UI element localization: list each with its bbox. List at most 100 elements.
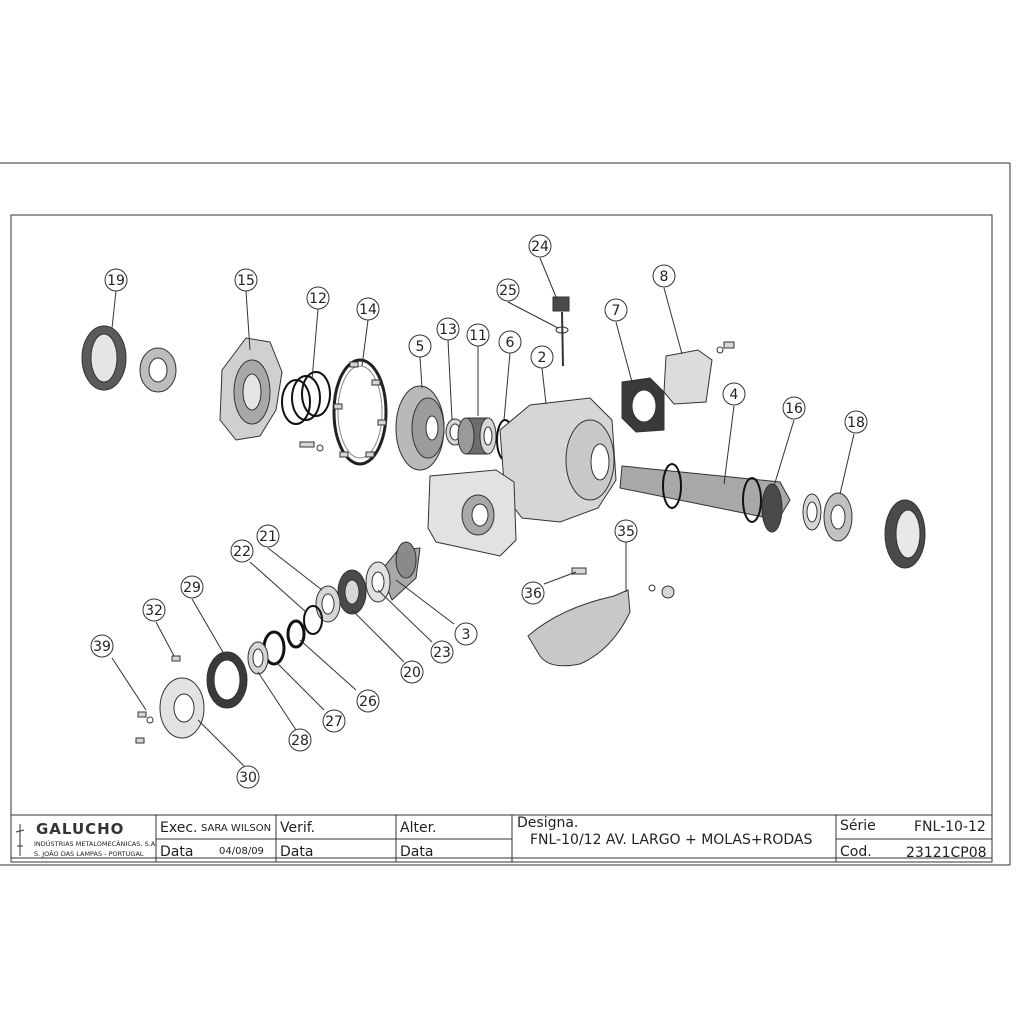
- callout-13: 13: [436, 317, 460, 341]
- company-line-1: INDÚSTRIAS METALOMECÂNICAS, S.A.: [34, 840, 158, 848]
- callout-29-label: 29: [183, 580, 201, 596]
- callout-21-label: 21: [259, 529, 277, 545]
- part-27-28-rings: [247, 630, 286, 675]
- callout-16-label: 16: [785, 401, 803, 417]
- part-4-shaft: [619, 463, 791, 533]
- callout-22-label: 22: [233, 544, 251, 560]
- leader-lines: [111, 257, 855, 767]
- callout-36: 36: [521, 581, 545, 605]
- part-35-guard: [527, 589, 631, 667]
- callout-36-label: 36: [524, 586, 542, 602]
- callout-18-label: 18: [847, 415, 865, 431]
- callout-15-label: 15: [237, 273, 255, 289]
- callout-30: 30: [236, 765, 260, 789]
- cod-label: Cod.: [840, 844, 872, 860]
- callout-13-label: 13: [439, 322, 457, 338]
- exec-label: Exec.: [160, 820, 198, 836]
- callout-4-label: 4: [730, 387, 739, 403]
- part-12-o-rings: [281, 371, 331, 425]
- callout-27: 27: [322, 709, 346, 733]
- callout-39-label: 39: [93, 639, 111, 655]
- company-line-2: S. JOÃO DAS LAMPAS - PORTUGAL: [34, 850, 144, 858]
- callout-6-label: 6: [506, 335, 515, 351]
- part-5-bevel-gear: [395, 385, 445, 471]
- callout-4: 4: [722, 382, 746, 406]
- callout-5-label: 5: [416, 339, 425, 355]
- callout-6: 6: [498, 330, 522, 354]
- callout-3: 3: [454, 622, 478, 646]
- callout-12: 12: [306, 286, 330, 310]
- part-29-gasket: [206, 651, 248, 709]
- part-14-gasket: [332, 358, 388, 466]
- callout-7-label: 7: [612, 303, 621, 319]
- cod-value: 23121CP08: [906, 845, 987, 861]
- part-19-bearing: [139, 347, 177, 393]
- part-23-bearing: [365, 561, 391, 603]
- part-7-gasket: [621, 377, 665, 433]
- bolts-32-39: [135, 655, 181, 744]
- callout-16: 16: [782, 396, 806, 420]
- part-outer-ring-right: [884, 499, 926, 569]
- part-20-bearing: [337, 569, 367, 615]
- verif-label: Verif.: [280, 820, 316, 836]
- part-24-breather: [552, 296, 570, 367]
- callout-5: 5: [408, 334, 432, 358]
- callout-24-label: 24: [531, 239, 549, 255]
- serie-value: FNL-10-12: [914, 819, 986, 835]
- callout-28-label: 28: [291, 733, 309, 749]
- callout-25-label: 25: [499, 283, 517, 299]
- callout-2-label: 2: [538, 350, 547, 366]
- part-11-bearing: [457, 417, 497, 455]
- callout-21: 21: [256, 524, 280, 548]
- bolt-15: [299, 441, 324, 452]
- callout-2: 2: [530, 345, 554, 369]
- part-19-outer-ring: [81, 325, 127, 391]
- exec-date-value: 04/08/09: [219, 846, 264, 857]
- callout-19-label: 19: [107, 273, 125, 289]
- callout-32: 32: [142, 598, 166, 622]
- part-16-ring: [802, 493, 822, 531]
- callout-35-label: 35: [617, 524, 635, 540]
- company-logo-text: GALUCHO: [36, 820, 125, 838]
- callout-12-label: 12: [309, 291, 327, 307]
- callout-14-label: 14: [359, 302, 377, 318]
- part-18-bearing: [823, 492, 853, 542]
- callout-27-label: 27: [325, 714, 343, 730]
- title-block-grid: [10, 814, 993, 863]
- callout-28: 28: [288, 728, 312, 752]
- part-8-plate: [663, 341, 735, 405]
- galucho-logo-figure: [15, 824, 25, 856]
- callout-24: 24: [528, 234, 552, 258]
- callout-25: 25: [496, 278, 520, 302]
- callout-15: 15: [234, 268, 258, 292]
- verif-date-label: Data: [280, 844, 314, 860]
- callout-35: 35: [614, 519, 638, 543]
- callout-8-label: 8: [660, 269, 669, 285]
- part-15-cover: [219, 337, 283, 441]
- alter-label: Alter.: [400, 820, 437, 836]
- callout-3-label: 3: [462, 627, 471, 643]
- serie-label: Série: [840, 818, 876, 834]
- part-2-housing: [427, 397, 617, 557]
- exec-date-label: Data: [160, 844, 194, 860]
- part-25-ring: [555, 326, 569, 334]
- callout-20-label: 20: [403, 665, 421, 681]
- parts: [81, 296, 926, 744]
- part-30-flange: [159, 677, 205, 739]
- callout-18: 18: [844, 410, 868, 434]
- designation-value: FNL-10/12 AV. LARGO + MOLAS+RODAS: [530, 832, 813, 848]
- designation-label: Designa.: [517, 815, 579, 831]
- callout-26-label: 26: [359, 694, 377, 710]
- callout-14: 14: [356, 297, 380, 321]
- callout-20: 20: [400, 660, 424, 684]
- callout-23-label: 23: [433, 645, 451, 661]
- callout-23: 23: [430, 640, 454, 664]
- exec-value: SARA WILSON: [201, 823, 272, 834]
- bolt-36: [571, 567, 675, 599]
- callout-11: 11: [466, 323, 490, 347]
- callout-8: 8: [652, 264, 676, 288]
- sheet-frame: [0, 162, 1011, 866]
- callout-11-label: 11: [469, 328, 487, 344]
- callout-22: 22: [230, 539, 254, 563]
